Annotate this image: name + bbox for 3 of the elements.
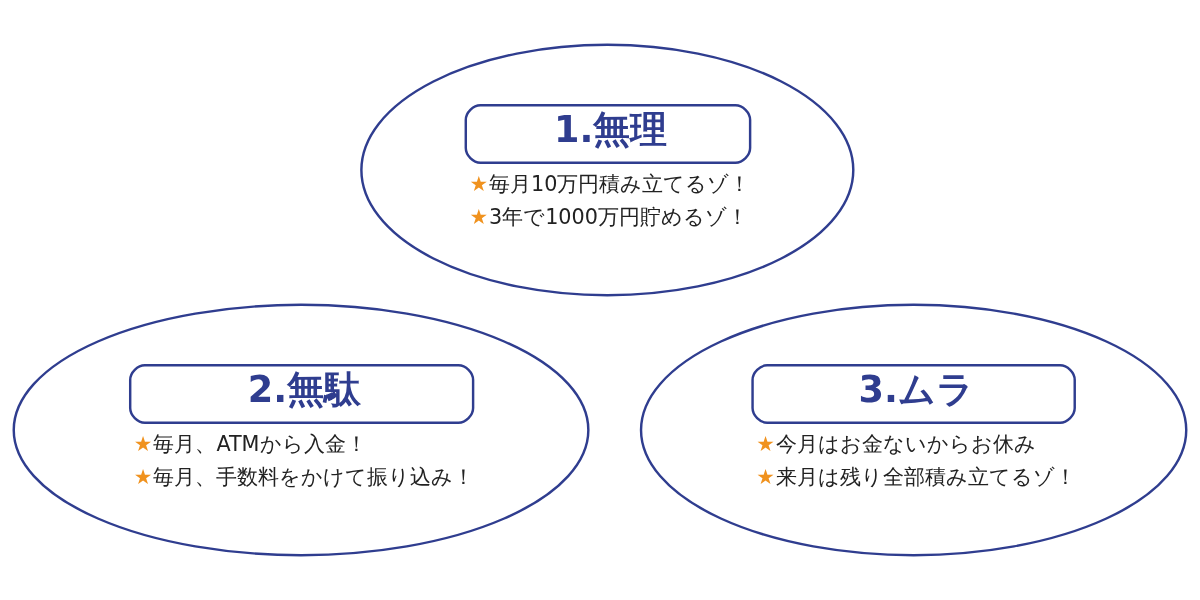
node-ellipse: 1.無理 ★毎月10万円積み立てるゾ！ ★3年で1000万円貯めるゾ！: [360, 43, 855, 297]
node-ellipse: 2.無駄 ★毎月、ATMから入金！ ★毎月、手数料をかけて振り込み！: [12, 303, 590, 557]
node-ellipse: 3.ムラ ★今月はお金ないからお休み ★来月は残り全部積み立てるゾ！: [639, 303, 1188, 557]
